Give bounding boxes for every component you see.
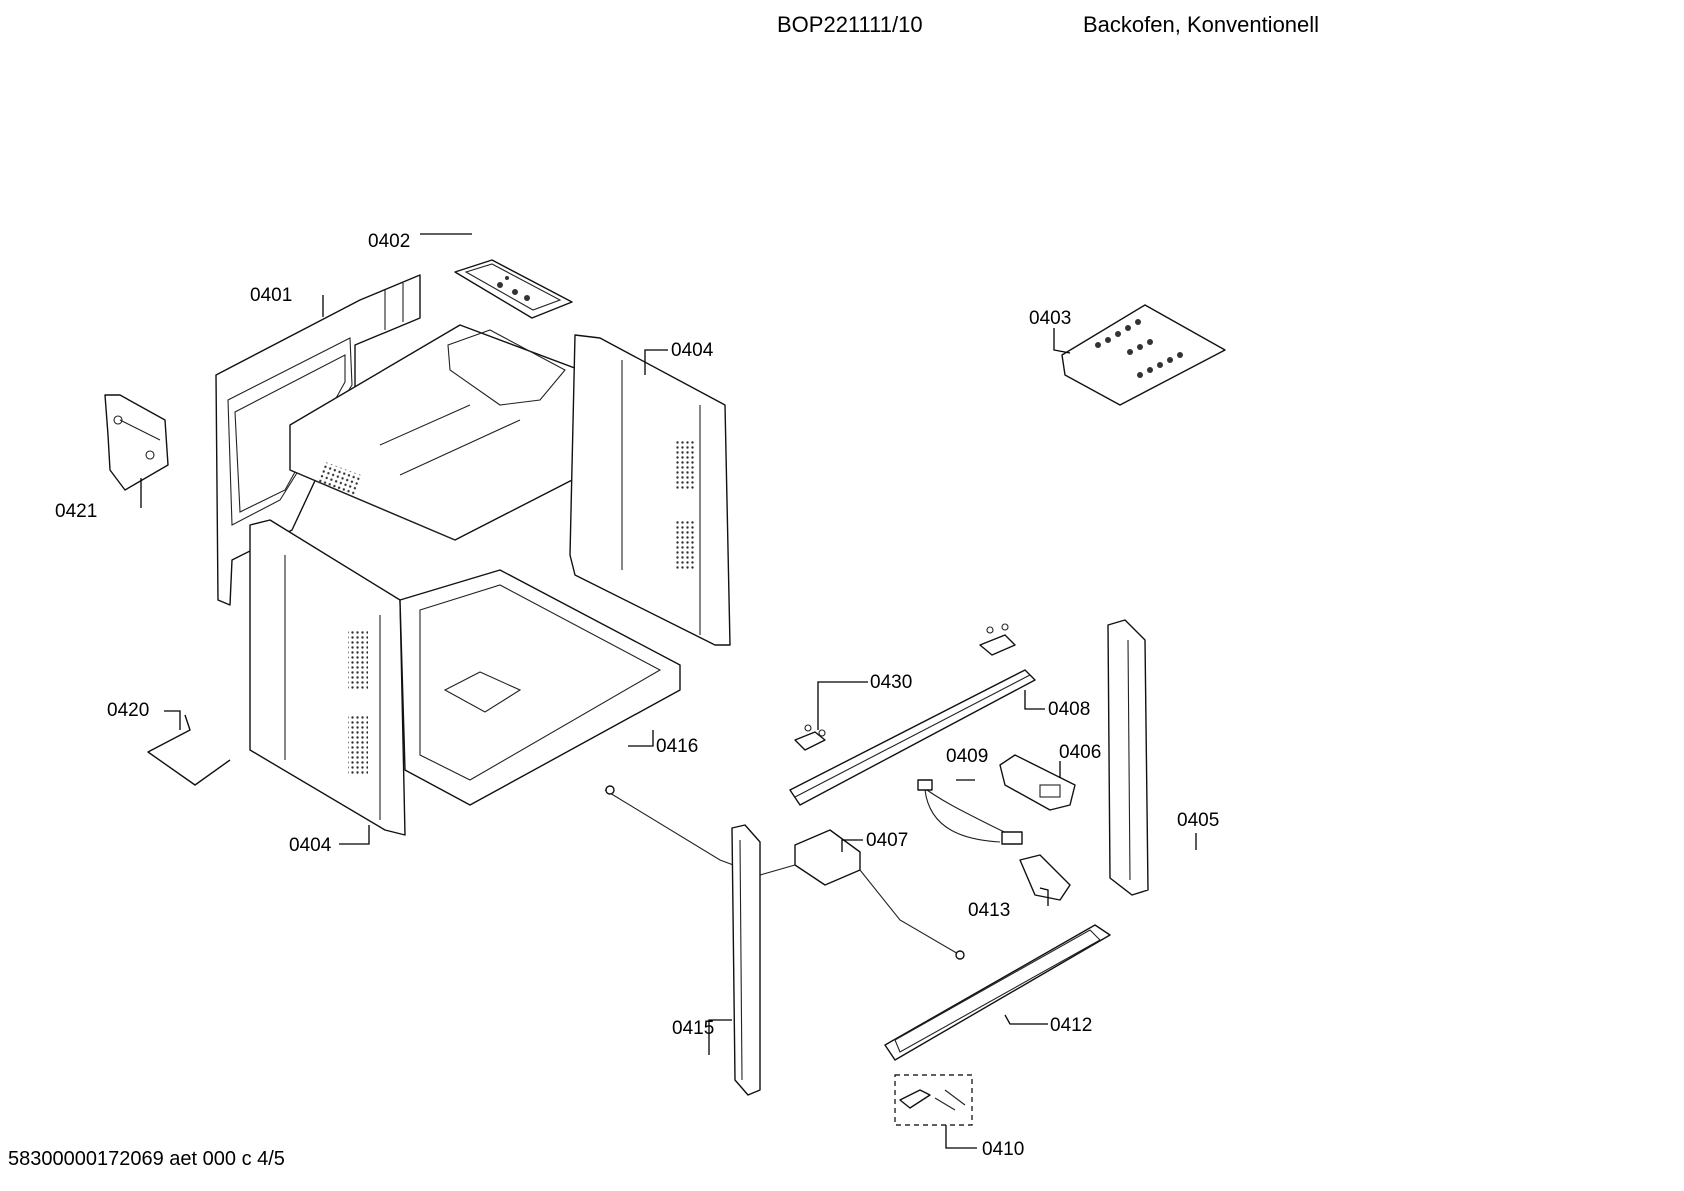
document-code: 58300000172069 aet 000 c 4/5 (8, 1148, 285, 1170)
part-0404-right-side-panel[interactable] (569, 334, 731, 646)
label-0401: 0401 (250, 285, 292, 306)
model-description: Backofen, Konventionell (1083, 12, 1320, 37)
label-0430: 0430 (870, 672, 912, 693)
part-0405-profile[interactable] (1107, 619, 1149, 896)
leader-lines (140, 233, 1197, 1149)
part-0410-kit[interactable] (894, 1074, 973, 1126)
label-0415: 0415 (672, 1018, 714, 1039)
label-0410: 0410 (982, 1139, 1024, 1160)
label-0420: 0420 (107, 700, 149, 721)
part-0409-cable[interactable] (917, 779, 1023, 845)
label-0406: 0406 (1059, 742, 1101, 763)
part-0430-clip[interactable] (794, 724, 826, 751)
part-0418-bottom-frame[interactable] (399, 569, 681, 806)
part-0412-rail[interactable] (884, 924, 1111, 1061)
label-0409: 0409 (946, 746, 988, 767)
part-0420-rod[interactable] (147, 714, 231, 786)
part-0408-clip[interactable] (979, 623, 1016, 656)
label-0413: 0413 (968, 900, 1010, 921)
part-0413-holder[interactable] (1019, 854, 1071, 901)
label-0402: 0402 (368, 231, 410, 252)
part-0403-screw-bag[interactable] (1061, 304, 1226, 406)
part-0407-thermostat[interactable] (604, 785, 965, 960)
model-number: BOP221111/10 (777, 12, 923, 37)
part-0408-rail[interactable] (789, 669, 1036, 806)
label-0404-upper: 0404 (671, 340, 714, 361)
label-0418: 0416 (656, 736, 698, 757)
part-0415-rail[interactable] (731, 824, 761, 1096)
part-0402-plate[interactable] (454, 259, 573, 319)
label-0421: 0421 (55, 501, 97, 522)
part-0421-bracket[interactable] (104, 394, 169, 491)
label-0404-lower: 0404 (289, 835, 332, 856)
label-0407: 0407 (866, 830, 908, 851)
label-0405: 0405 (1177, 810, 1219, 831)
label-0408: 0408 (1048, 699, 1090, 720)
part-0406-connector[interactable] (999, 754, 1076, 811)
part-0404-left-side-panel[interactable] (249, 519, 406, 836)
label-0412: 0412 (1050, 1015, 1092, 1036)
label-0403: 0403 (1029, 308, 1071, 329)
